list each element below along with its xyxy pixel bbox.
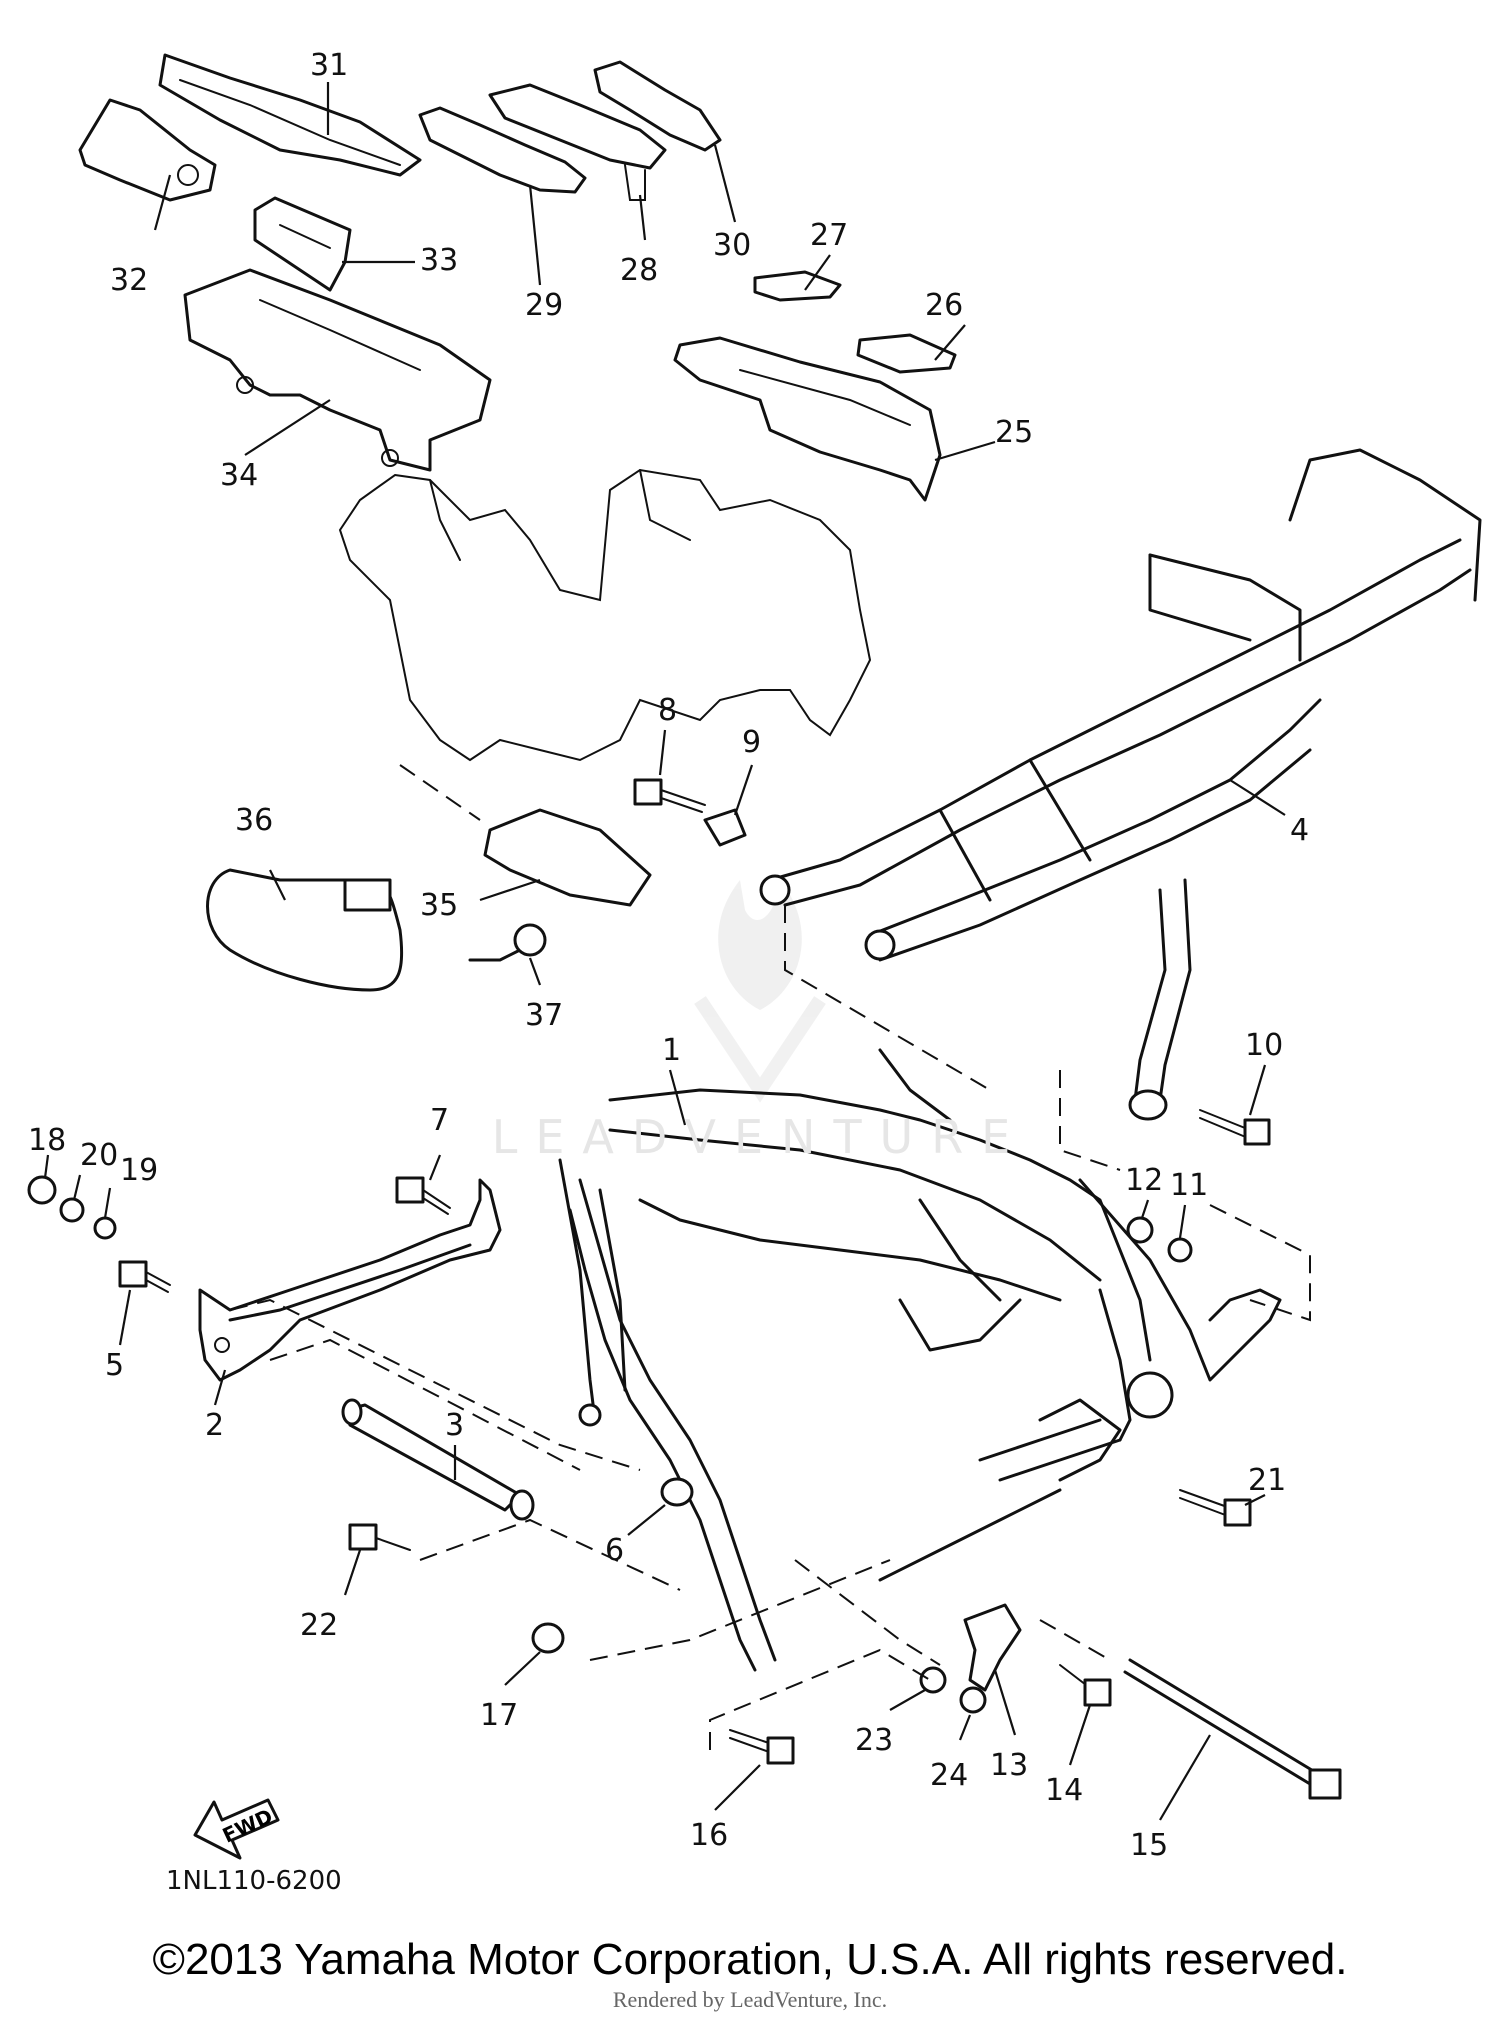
part-24-nut	[959, 1686, 987, 1714]
callout-32: 32	[110, 263, 148, 298]
callout-25: 25	[995, 415, 1033, 450]
callout-8: 8	[658, 693, 677, 728]
part-10-bolt	[1199, 1109, 1271, 1146]
part-32-cover	[78, 98, 217, 202]
watermark-text: LEADVENTURE	[491, 1110, 1029, 1164]
part-20-washer	[59, 1197, 85, 1223]
part-30-plate	[593, 60, 722, 152]
part-13-bracket	[963, 1603, 1022, 1692]
part-15-long-bolt	[1123, 1658, 1342, 1800]
callout-2: 2	[205, 1408, 224, 1443]
part-2-bracket	[198, 1178, 502, 1382]
diagram-code: 1NL110-6200	[166, 1866, 342, 1896]
part-35-pad	[483, 808, 652, 907]
callout-labels: 1 2 3 4 5 6 7 8 9 10 11 12 13 14 15 16 1…	[28, 48, 1309, 1863]
copyright-notice: ©2013 Yamaha Motor Corporation, U.S.A. A…	[152, 1935, 1348, 1984]
part-28-plate	[488, 83, 667, 201]
part-25-tray	[673, 336, 942, 502]
callout-27: 27	[810, 218, 848, 253]
callout-22: 22	[300, 1608, 338, 1643]
callout-12: 12	[1125, 1163, 1163, 1198]
callout-36: 36	[235, 803, 273, 838]
part-36-harness	[206, 868, 404, 992]
part-3-shaft	[341, 1398, 535, 1521]
callout-19: 19	[120, 1153, 158, 1188]
part-37-clip	[468, 923, 547, 962]
part-27-pad	[753, 270, 842, 302]
part-17-collar	[531, 1622, 565, 1654]
callout-7: 7	[430, 1103, 449, 1138]
part-16-bolt	[729, 1729, 795, 1765]
callout-9: 9	[742, 725, 761, 760]
fwd-arrow-icon: FWD	[193, 1798, 280, 1860]
callout-31: 31	[310, 48, 348, 83]
callout-4: 4	[1290, 813, 1309, 848]
part-19-washer	[93, 1216, 117, 1240]
watermark-logo	[694, 880, 826, 1103]
part-31-cover	[158, 53, 422, 177]
callout-11: 11	[1170, 1168, 1208, 1203]
callout-29: 29	[525, 288, 563, 323]
callout-24: 24	[930, 1758, 968, 1793]
part-1-main-frame	[558, 1048, 1282, 1672]
part-14-bolt	[1059, 1664, 1112, 1707]
part-4-rear-frame	[759, 448, 1482, 1121]
assembly-dashed-lines	[229, 764, 1311, 1750]
part-9-clamp	[703, 808, 747, 847]
callout-34: 34	[220, 458, 258, 493]
part-5-bolt	[118, 1260, 171, 1293]
part-8-bolt	[633, 778, 706, 813]
callout-35: 35	[420, 888, 458, 923]
callout-30: 30	[713, 228, 751, 263]
part-18-nut	[27, 1175, 57, 1205]
part-12-nut	[1126, 1216, 1154, 1244]
callout-16: 16	[690, 1818, 728, 1853]
part-23-collar	[919, 1666, 947, 1694]
part-6-collar	[660, 1477, 694, 1507]
callout-3: 3	[445, 1408, 464, 1443]
part-34-tray	[183, 268, 492, 472]
callout-10: 10	[1245, 1028, 1283, 1063]
callout-1: 1	[662, 1033, 681, 1068]
leader-lines	[43, 82, 1286, 1821]
engine-outline	[338, 468, 872, 762]
callout-33: 33	[420, 243, 458, 278]
callout-13: 13	[990, 1748, 1028, 1783]
callout-15: 15	[1130, 1828, 1168, 1863]
part-26-pad	[856, 333, 957, 374]
part-11-nut	[1167, 1237, 1193, 1263]
rendered-by-notice: Rendered by LeadVenture, Inc.	[612, 1987, 888, 2012]
callout-26: 26	[925, 288, 963, 323]
callout-20: 20	[80, 1138, 118, 1173]
callout-21: 21	[1248, 1463, 1286, 1498]
part-29-rail	[418, 106, 587, 194]
callout-28: 28	[620, 253, 658, 288]
part-21-bolt	[1179, 1489, 1252, 1527]
callout-18: 18	[28, 1123, 66, 1158]
callout-37: 37	[525, 998, 563, 1033]
part-7-bolt	[395, 1176, 451, 1215]
callout-14: 14	[1045, 1773, 1083, 1808]
part-33-bracket	[253, 196, 352, 292]
callout-6: 6	[605, 1533, 624, 1568]
part-22-bolt	[348, 1523, 411, 1551]
callout-5: 5	[105, 1348, 124, 1383]
callout-17: 17	[480, 1698, 518, 1733]
callout-23: 23	[855, 1723, 893, 1758]
